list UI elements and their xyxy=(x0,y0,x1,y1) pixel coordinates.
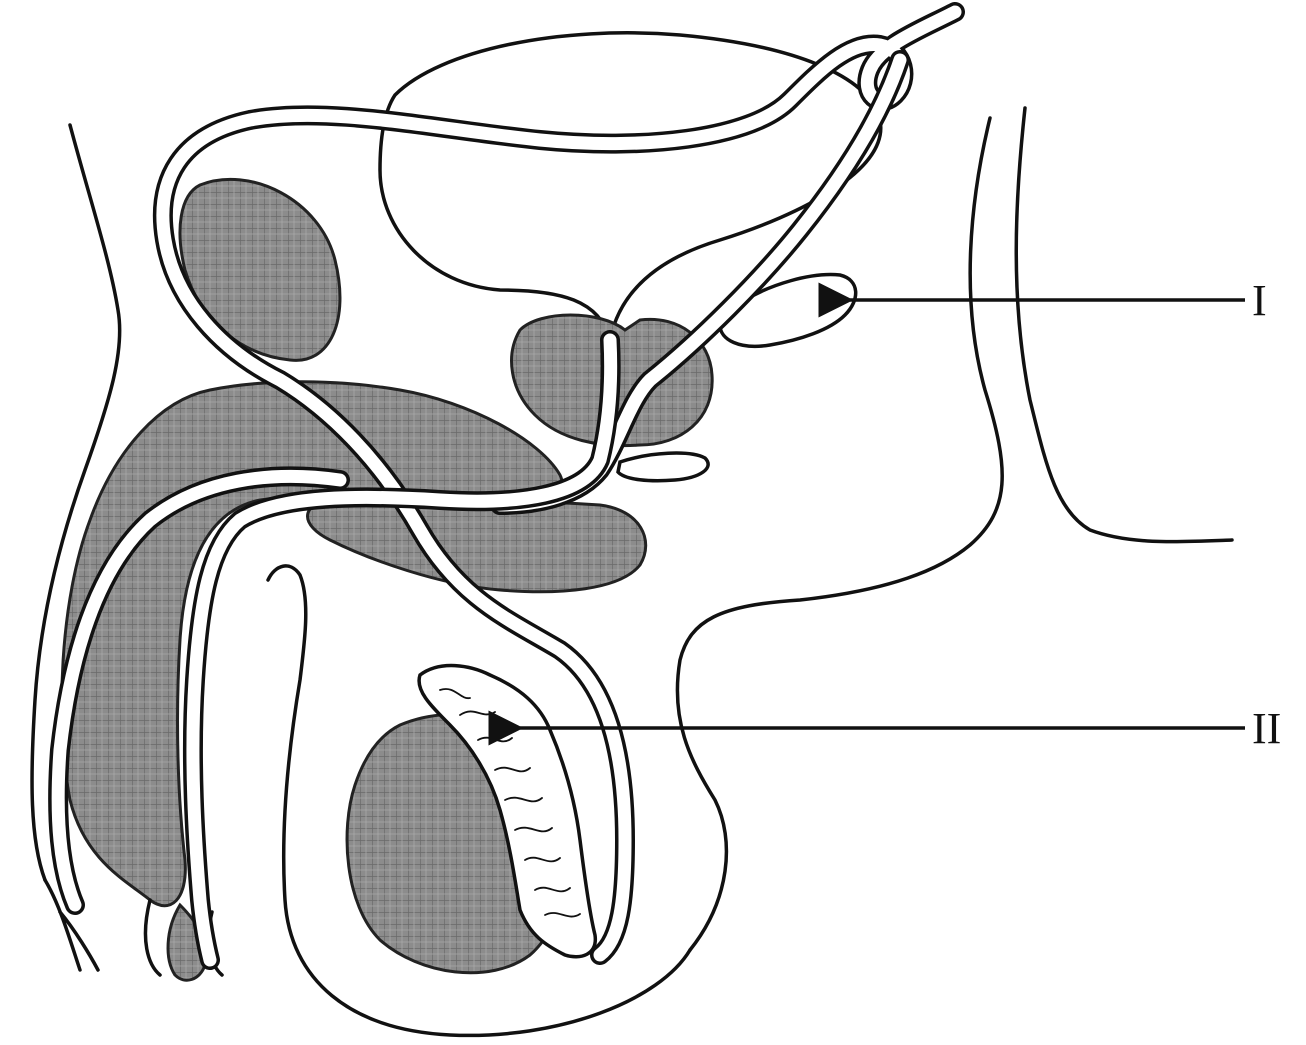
label-I: I xyxy=(1252,276,1267,325)
back-outline-inner xyxy=(1016,108,1232,542)
back-outline-outer xyxy=(677,118,1002,950)
bulbourethral-gland xyxy=(618,453,708,481)
erectile-tissue-corpus-spongiosum xyxy=(308,498,646,592)
label-II: II xyxy=(1252,704,1281,753)
